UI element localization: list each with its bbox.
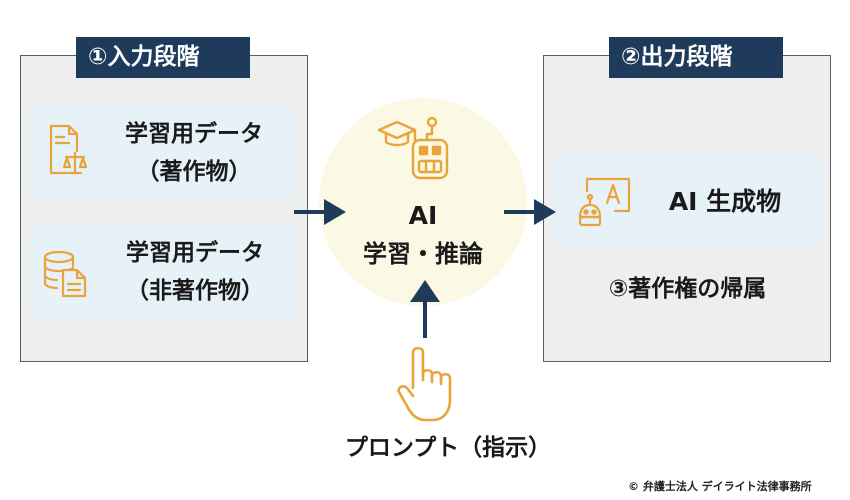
prompt-label: プロンプト（指示） [344,435,552,461]
card-title: 学習用データ [126,240,264,266]
card-title: 学習用データ [125,121,263,147]
image-robot-icon [578,177,631,227]
input-stage-label: ①入力段階 [76,37,250,78]
arrow-right-icon [294,199,346,225]
pointing-hand-icon [397,346,452,422]
copyright-attribution-note: ③著作権の帰属 [608,276,767,302]
card-subtitle: （非著作物） [126,278,264,304]
graduation-robot-icon [377,116,449,180]
arrow-up-icon [410,280,440,338]
training-data-copyrighted-card: 学習用データ （著作物） [29,103,298,202]
output-stage-label: ②出力段階 [609,37,783,78]
ai-output-label: AI 生成物 [668,187,782,216]
database-document-icon [43,250,87,298]
card-subtitle: （著作物） [136,159,252,185]
training-data-noncopyrighted-card: 学習用データ （非著作物） [29,224,298,320]
ai-subtitle: 学習・推論 [363,240,483,268]
copyright-footer: © 弁護士法人 デイライト法律事務所 [628,480,812,493]
ai-title: AI [408,201,438,230]
ai-generated-output-card: AI 生成物 [555,155,822,249]
ai-circle [319,98,527,306]
document-scale-icon [49,124,88,175]
arrow-right-icon [504,199,556,225]
